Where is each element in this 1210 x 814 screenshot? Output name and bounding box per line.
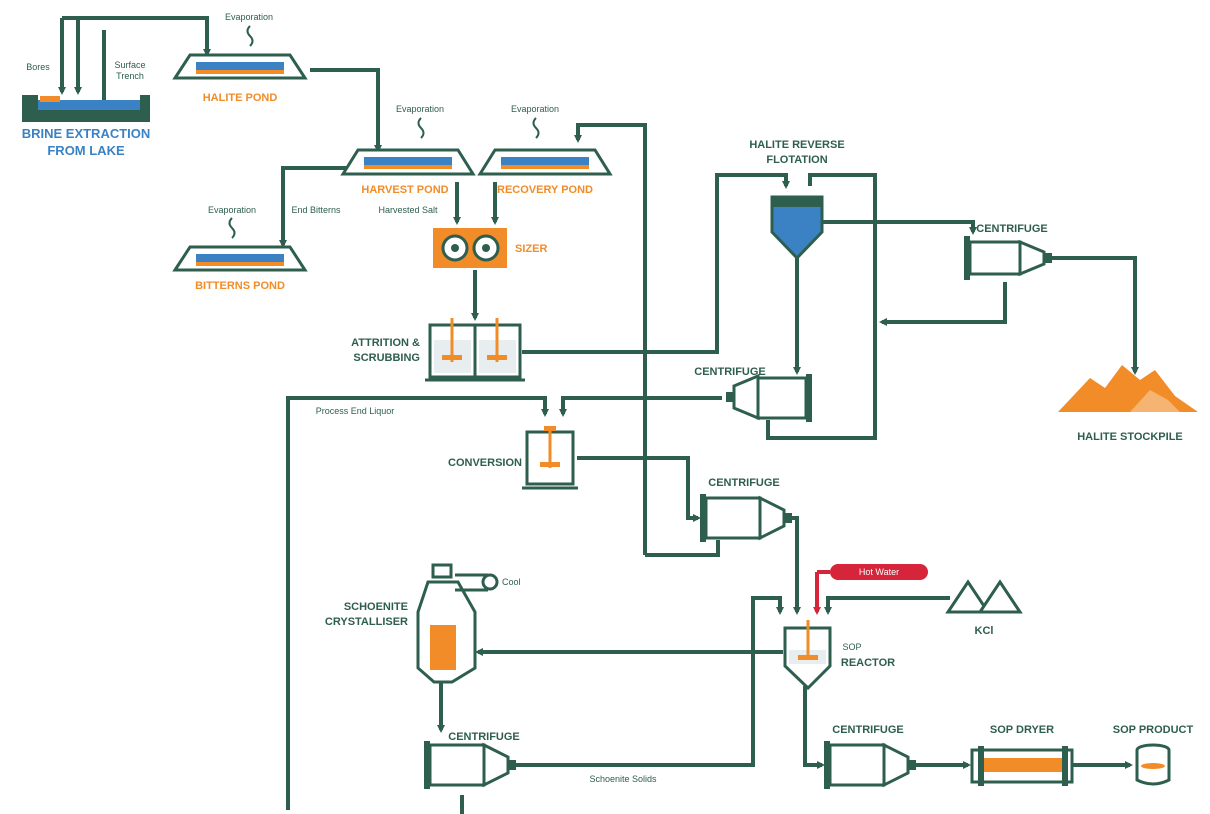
label-evaporation-bitterns: Evaporation [208,205,256,215]
sop-reactor-vessel [783,620,832,691]
evaporation-icon-bitterns [228,217,236,239]
label-scrubbing: SCRUBBING [353,352,420,364]
label-halite-reverse: HALITE REVERSE [749,139,844,151]
sizer-unit [433,228,507,268]
pipe-process-end-liquor [286,396,549,810]
label-sop-product: SOP PRODUCT [1113,724,1194,736]
label-centrifuge-halite: CENTRIFUGE [976,223,1048,235]
pipe-mid-centrifuge-to-conversion [559,396,722,417]
sop-product-container [1135,743,1171,786]
label-end-bitterns: End Bitterns [291,205,341,215]
conversion-tank [522,426,578,490]
label-centrifuge-mid: CENTRIFUGE [694,366,766,378]
pipe-flotation-loop [766,173,877,440]
pipe-kcl-to-reactor [824,596,950,615]
centrifuge-mid [726,373,812,422]
recovery-pond [477,148,613,176]
bitterns-pond [172,245,308,272]
diagram-labels: BRINE EXTRACTION FROM LAKE Bores Surface… [22,12,1194,784]
brine-extraction-lake [22,95,150,122]
schoenite-crystalliser-vessel [416,563,499,684]
evaporation-icon-harvest [417,117,425,139]
pipe-conv-centrifuge-liquor [645,540,720,557]
label-process-end-liquor: Process End Liquor [316,406,395,416]
evaporation-icon-halite [246,25,254,47]
label-schoenite-solids: Schoenite Solids [589,774,657,784]
label-centrifuge-schoenite: CENTRIFUGE [448,731,520,743]
halite-stockpile-heap [1058,365,1198,412]
label-surface: Surface [114,60,145,70]
label-harvested-salt: Harvested Salt [378,205,438,215]
kcl-piles [945,579,1023,614]
centrifuge-sop [824,741,916,789]
label-recovery-pond: RECOVERY POND [497,184,593,196]
halite-pond [172,53,308,80]
halite-reverse-flotation-cell [770,195,824,261]
evaporation-icons [228,25,540,239]
label-cool: Cool [502,577,521,587]
label-halite-stockpile: HALITE STOCKPILE [1077,431,1183,443]
label-bores: Bores [26,62,50,72]
label-harvest-pond: HARVEST POND [361,184,448,196]
label-reactor: REACTOR [841,657,895,669]
label-sop-dryer: SOP DRYER [990,724,1054,736]
label-sop-small: SOP [842,642,861,652]
pipe-flotation-to-centrifuge [822,220,977,235]
pipe-recovery-feed [574,123,647,555]
label-brine-extraction: BRINE EXTRACTION [22,126,151,141]
pipe-schoenite-solids [510,596,784,767]
pipe-conversion-to-centrifuge [577,456,701,522]
label-from-lake: FROM LAKE [47,143,125,158]
label-hot-water: Hot Water [859,567,899,577]
label-trench: Trench [116,71,144,81]
pipe-centrifuge-to-stockpile [1052,256,1139,375]
label-kcl: KCl [975,625,994,637]
pipe-network [58,16,1139,814]
label-conversion: CONVERSION [448,457,522,469]
label-evaporation-recovery: Evaporation [511,104,559,114]
pipe-attrition-to-flotation [522,173,790,354]
label-halite-pond: HALITE POND [203,92,278,104]
centrifuge-halite [964,236,1052,280]
attrition-scrubbing-unit [425,318,525,382]
label-crystalliser: CRYSTALLISER [325,616,408,628]
harvest-pond [340,148,476,176]
label-centrifuge-sop: CENTRIFUGE [832,724,904,736]
hot-water-tag [830,564,928,580]
centrifuge-schoenite [424,741,516,789]
sop-dryer-drum [970,746,1074,786]
evaporation-icon-recovery [532,117,540,139]
centrifuge-conversion [700,494,792,542]
pipe-centrifuge-to-reactor [790,516,801,615]
pipe-centrifuge-liquor-return [879,282,1007,326]
label-attrition: ATTRITION & [351,337,420,349]
pipe-reactor-to-sop-centrifuge [803,686,825,769]
label-schoenite: SCHOENITE [344,601,408,613]
label-flotation: FLOTATION [766,154,827,166]
label-evaporation-halite: Evaporation [225,12,273,22]
label-centrifuge-conversion: CENTRIFUGE [708,477,780,489]
label-evaporation-harvest: Evaporation [396,104,444,114]
pipe-brine-to-halite [62,16,211,57]
label-sizer: SIZER [515,243,547,255]
label-bitterns-pond: BITTERNS POND [195,280,285,292]
pipe-harvest-to-bitterns [279,166,350,248]
pipe-halite-to-harvest [310,68,382,153]
